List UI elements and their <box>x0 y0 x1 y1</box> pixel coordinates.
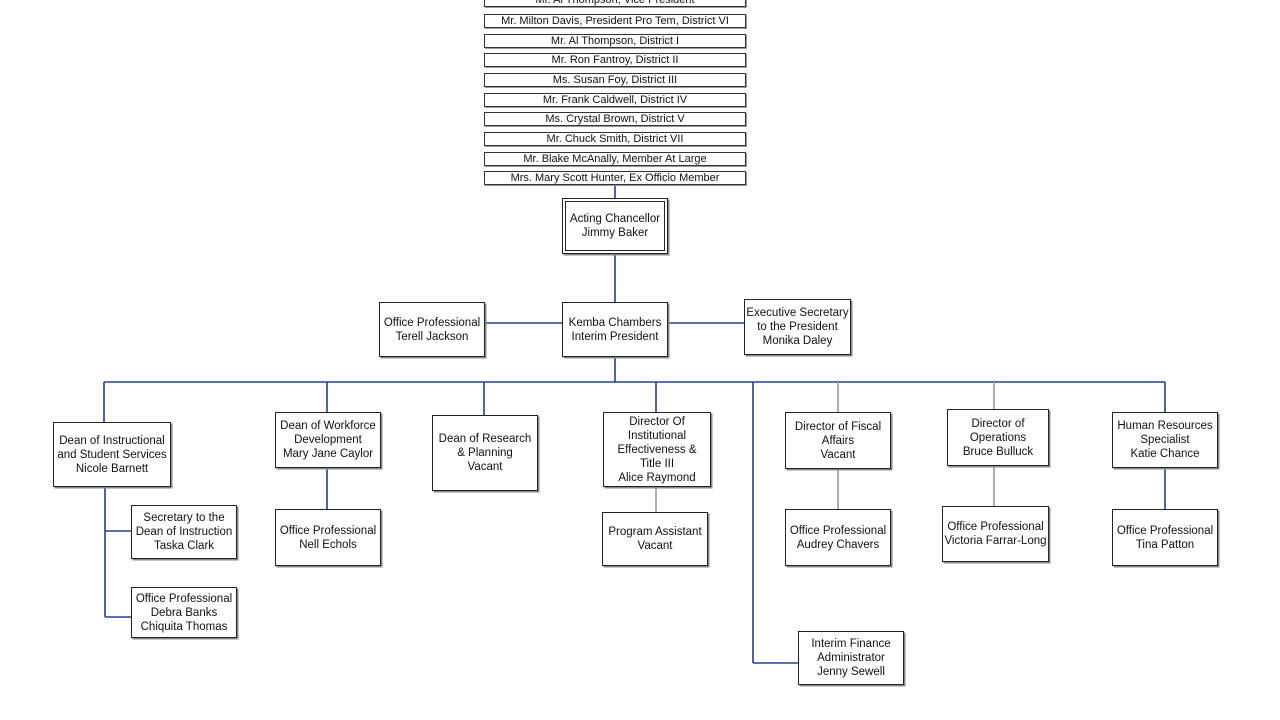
board-member: Ms. Susan Foy, District III <box>484 73 746 87</box>
position-line: Affairs <box>821 434 855 447</box>
position-line: Vacant <box>637 540 673 552</box>
position-line: Audrey Chavers <box>796 538 880 551</box>
position-line: Office Professional <box>279 524 377 537</box>
position-line: Mary Jane Caylor <box>282 448 374 460</box>
position-line: Office Professional <box>135 592 233 605</box>
position-line: Monika Daley <box>762 335 833 347</box>
position-line: Office Professional <box>947 521 1044 533</box>
position-line: Administrator <box>817 652 885 664</box>
position-line: Office Professional <box>383 316 481 329</box>
position-line: Katie Chance <box>1130 448 1200 460</box>
board-member: Mr. Blake McAnally, Member At Large <box>484 152 746 166</box>
position-line: Program Assistant <box>608 526 702 538</box>
position-line: Executive Secretary <box>746 307 849 319</box>
position-line: Terell Jackson <box>395 330 469 343</box>
position-line: Office Professional <box>1116 524 1214 537</box>
position-line: Jimmy Baker <box>581 227 649 239</box>
position-line: Effectiveness & <box>617 443 697 456</box>
position-line: Institutional <box>627 429 687 442</box>
position-line: Title III <box>639 457 675 470</box>
position-line: Interim President <box>571 330 659 343</box>
position-line: Director Of <box>629 415 685 428</box>
position-line: Kemba Chambers <box>568 316 662 329</box>
position-line: Office Professional <box>789 524 887 537</box>
board-member: Ms. Crystal Brown, District V <box>484 112 746 126</box>
position-line: Victoria Farrar-Long <box>944 535 1047 547</box>
position-line: Vacant <box>467 461 503 473</box>
board-member: Mr. Ron Fantroy, District II <box>484 53 746 67</box>
position-line: Nell Echols <box>299 538 357 551</box>
position-line: Operations <box>969 431 1027 444</box>
position-line: Taska Clark <box>153 540 215 552</box>
position-line: Debra Banks <box>150 606 218 619</box>
position-line: Human Resources <box>1117 420 1213 432</box>
position-line: Specialist <box>1140 434 1190 446</box>
board-member: Mr. Al Thompson, District I <box>484 34 746 48</box>
board-member: Mr. Chuck Smith, District VII <box>484 132 746 146</box>
position-line: & Planning <box>457 447 513 459</box>
position-line: Nicole Barnett <box>75 462 149 475</box>
position-line: Interim Finance <box>811 638 891 650</box>
board-member: Mr. Frank Caldwell, District IV <box>484 93 746 107</box>
position-line: Chiquita Thomas <box>140 620 228 633</box>
board-member: Mr. Al Thompson, Vice President <box>484 0 746 7</box>
position-line: Vacant <box>820 448 856 461</box>
position-line: Secretary to the <box>143 512 225 524</box>
position-line: Dean of Workforce <box>280 420 376 432</box>
board-member: Mrs. Mary Scott Hunter, Ex Officio Membe… <box>484 171 746 185</box>
position-line: Dean of Research <box>438 433 532 445</box>
position-line: Alice Raymond <box>618 471 696 484</box>
position-line: Director of <box>971 417 1025 430</box>
position-line: Dean of Instruction <box>135 526 233 538</box>
position-line: Tina Patton <box>1135 538 1195 551</box>
position-line: Dean of Instructional <box>59 434 165 447</box>
position-line: to the President <box>757 321 838 333</box>
position-line: Development <box>294 434 362 446</box>
position-line: Bruce Bulluck <box>962 445 1034 458</box>
board-member: Mr. Milton Davis, President Pro Tem, Dis… <box>484 14 746 28</box>
position-line: Director of Fiscal <box>794 420 882 433</box>
position-line: Jenny Sewell <box>817 666 885 678</box>
position-line: and Student Services <box>57 448 167 461</box>
position-line: Acting Chancellor <box>569 213 661 225</box>
